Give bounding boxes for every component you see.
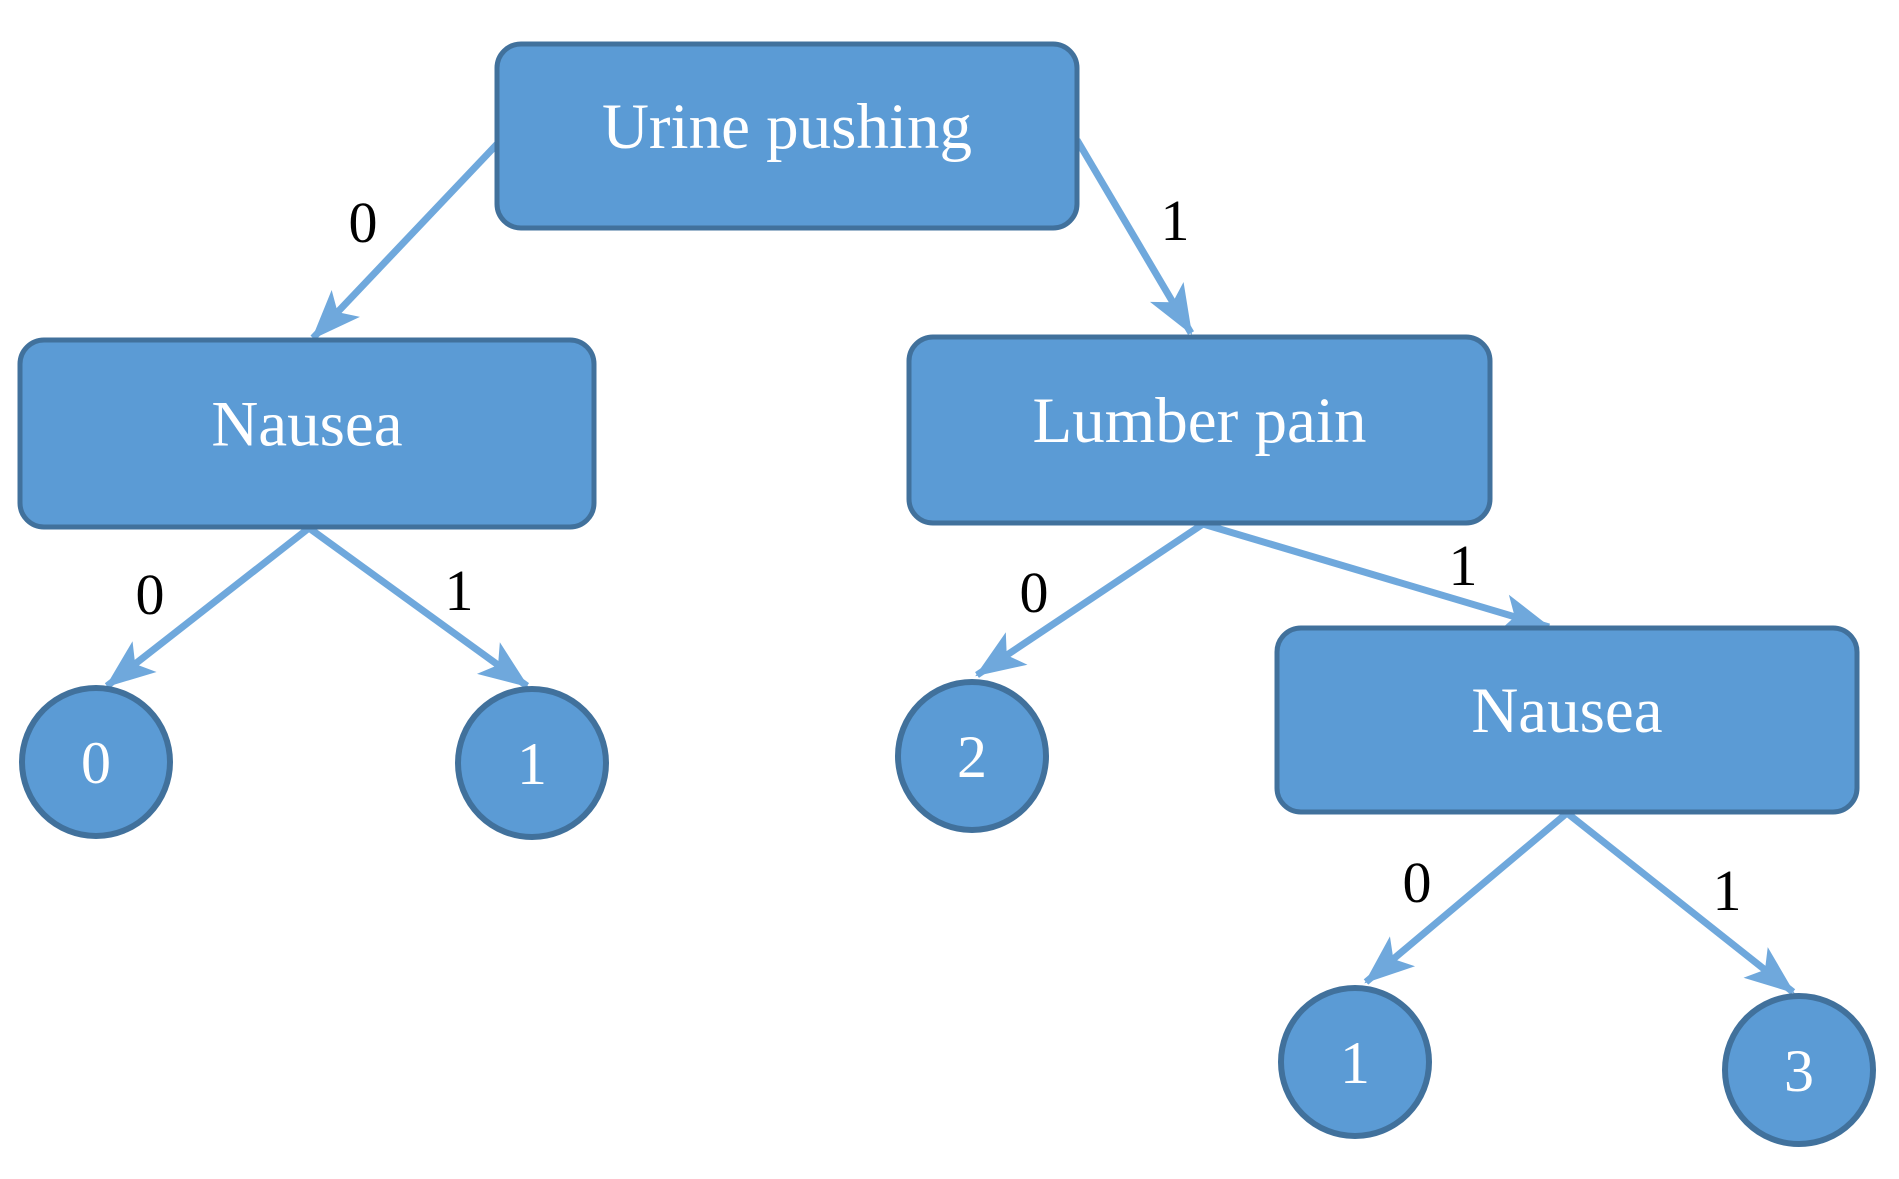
leaf-node-leaf-0 [19,685,173,839]
edge-arrow-nausea-right-to-leaf-3 [1564,810,1796,995]
decision-node-label-lumber-pain: Lumber pain [1033,385,1367,457]
decision-node-urine-pushing [494,41,1080,231]
edge-branch-label-nausea-left-0: 0 [136,562,165,627]
edge-arrow-lumber-pain-to-leaf-2 [975,521,1205,678]
edge-branch-label-lumber-pain-1: 1 [1449,533,1478,598]
leaf-node-leaf-1-left [455,686,609,840]
edge-arrow-urine-pushing-to-nausea-left [310,139,502,341]
decision-node-label-nausea-right: Nausea [1471,675,1662,747]
edge-branch-label-urine-pushing-0: 0 [349,190,378,255]
edge-arrow-nausea-left-to-leaf-0 [104,525,312,689]
leaf-node-leaf-1-right [1278,985,1432,1139]
leaf-node-label-leaf-2: 2 [957,724,987,790]
edges-layer [104,138,1796,995]
leaf-node-label-leaf-3: 3 [1784,1038,1814,1104]
leaf-node-label-leaf-1-right: 1 [1340,1030,1370,1096]
edge-arrow-nausea-left-to-leaf-1-left [306,525,530,689]
edge-arrow-nausea-right-to-leaf-1-right [1363,810,1570,985]
leaf-node-label-leaf-0: 0 [81,730,111,796]
edge-branch-label-nausea-right-0: 0 [1403,850,1432,915]
leaf-node-label-leaf-1-left: 1 [517,731,547,797]
edge-branch-label-urine-pushing-1: 1 [1161,188,1190,253]
edge-branch-label-nausea-right-1: 1 [1713,858,1742,923]
decision-node-label-urine-pushing: Urine pushing [602,91,972,163]
edge-branch-label-nausea-left-1: 1 [445,558,474,623]
decision-node-nausea-left [17,337,597,530]
decision-node-label-nausea-left: Nausea [211,389,402,461]
leaf-node-leaf-3 [1722,993,1876,1147]
edge-labels-layer: 0 1 0 1 0 1 0 1 [136,188,1742,923]
edge-branch-label-lumber-pain-0: 0 [1020,560,1049,625]
edge-arrow-urine-pushing-to-lumber-pain [1073,138,1195,335]
edge-arrow-lumber-pain-to-nausea-right [1202,520,1552,633]
decision-node-lumber-pain [906,334,1493,526]
leaf-node-leaf-2 [895,679,1049,833]
decision-node-nausea-right [1274,625,1860,815]
